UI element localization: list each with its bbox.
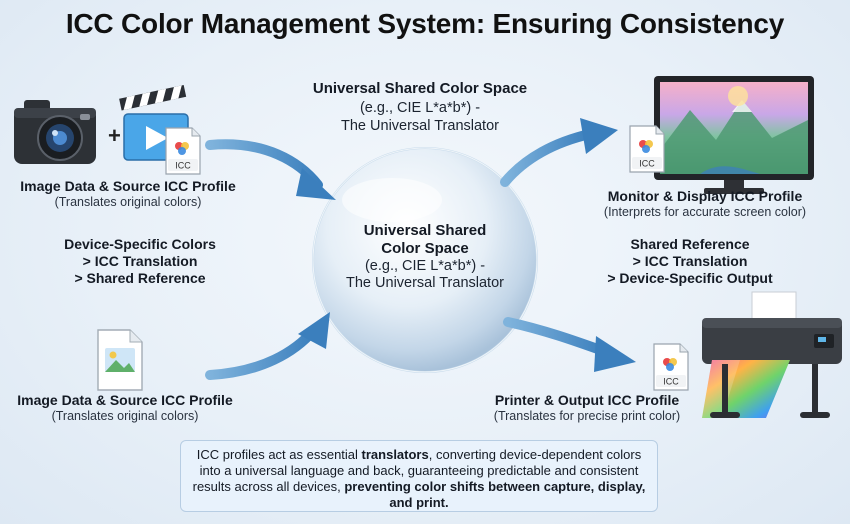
shared-color-space-sphere xyxy=(312,147,538,373)
shared-space-top-label: Universal Shared Color Space (e.g., CIE … xyxy=(290,80,550,135)
source-bottom-label: Image Data & Source ICC Profile (Transla… xyxy=(2,392,248,424)
shared-space-top-heading: Universal Shared Color Space xyxy=(312,80,528,97)
arrow-source-bottom-to-center xyxy=(205,312,330,380)
icc-badge-label-printer: ICC xyxy=(663,377,679,387)
right-steps: Shared Reference > ICC Translation > Dev… xyxy=(590,236,790,286)
source-top-sub: (Translates original colors) xyxy=(54,194,202,209)
monitor-icon xyxy=(654,76,814,194)
sphere-heading-line1: Universal Shared xyxy=(363,222,487,239)
printer-label: Printer & Output ICC Profile (Translates… xyxy=(472,392,702,424)
shared-space-top-sub1: (e.g., CIE L*a*b*) - xyxy=(359,99,481,116)
summary-text-1: ICC profiles act as essential xyxy=(196,447,362,462)
monitor-heading: Monitor & Display ICC Profile xyxy=(607,188,803,204)
sphere-sub-line2: The Universal Translator xyxy=(346,275,504,292)
sphere-sub-line1: (e.g., CIE L*a*b*) - xyxy=(364,258,486,274)
summary-text-2: , converting device-dependent colors int… xyxy=(192,447,642,494)
plus-sign: + xyxy=(108,123,121,148)
camera-icon xyxy=(14,100,96,164)
image-file-icon xyxy=(97,329,143,391)
printer-heading: Printer & Output ICC Profile xyxy=(494,392,680,408)
left-step-3: > Shared Reference xyxy=(74,269,206,286)
left-step-1: Device-Specific Colors xyxy=(64,236,216,252)
sphere-heading-line2: Color Space xyxy=(381,240,469,257)
source-top-heading: Image Data & Source ICC Profile xyxy=(20,178,236,194)
right-step-1: Shared Reference xyxy=(630,236,750,252)
right-step-2: > ICC Translation xyxy=(632,252,748,269)
icc-profile-badge-printer xyxy=(653,343,689,391)
source-bottom-sub: (Translates original colors) xyxy=(51,408,199,423)
left-steps: Device-Specific Colors > ICC Translation… xyxy=(40,236,240,286)
monitor-sub: (Interprets for accurate screen color) xyxy=(603,204,807,219)
icc-badge-label-monitor: ICC xyxy=(639,159,655,169)
printer-sub: (Translates for precise print color) xyxy=(493,408,681,423)
sphere-label: Universal Shared Color Space (e.g., CIE … xyxy=(330,222,520,293)
printer-icon xyxy=(702,291,842,418)
source-top-label: Image Data & Source ICC Profile (Transla… xyxy=(8,178,248,210)
summary-box: ICC profiles act as essential translator… xyxy=(180,440,658,512)
arrow-source-top-to-center xyxy=(205,139,336,200)
icc-profile-badge-source xyxy=(165,127,201,175)
arrow-center-to-printer xyxy=(503,317,636,372)
page-title: ICC Color Management System: Ensuring Co… xyxy=(65,8,785,39)
left-step-2: > ICC Translation xyxy=(82,252,198,269)
monitor-label: Monitor & Display ICC Profile (Interpret… xyxy=(570,188,840,220)
icc-badge-label-source: ICC xyxy=(175,161,191,171)
shared-space-top-sub2: The Universal Translator xyxy=(341,117,499,134)
source-bottom-heading: Image Data & Source ICC Profile xyxy=(17,392,233,408)
icc-profile-badge-monitor xyxy=(629,125,665,173)
summary-bold-translators: translators xyxy=(361,447,429,462)
summary-bold-preventing: preventing color shifts between capture,… xyxy=(344,479,646,510)
right-step-3: > Device-Specific Output xyxy=(607,269,773,286)
arrow-center-to-monitor xyxy=(500,118,618,187)
